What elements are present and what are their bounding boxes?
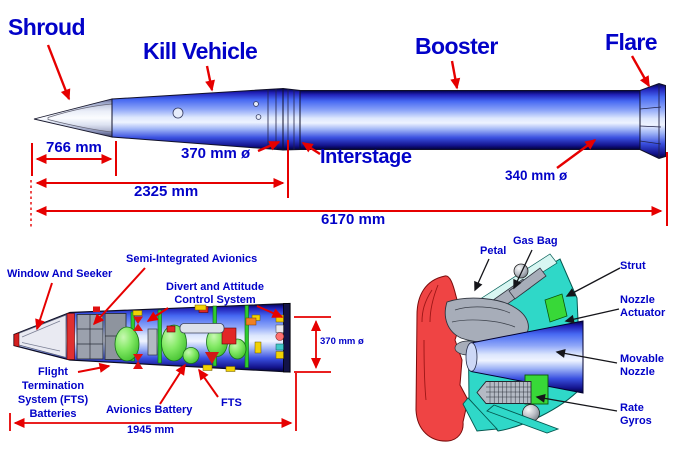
dim-overall-length: 6170 mm bbox=[321, 211, 386, 228]
fts-arrow bbox=[198, 368, 219, 398]
petal-pointer bbox=[474, 258, 490, 292]
flare-label: Flare bbox=[605, 29, 658, 55]
dim-kv-length: 2325 mm bbox=[134, 183, 199, 200]
kv-dimension-lines bbox=[9, 316, 331, 431]
booster-shape bbox=[299, 90, 641, 150]
fts-batteries-arrow bbox=[77, 362, 111, 373]
booster-diameter-arrow bbox=[556, 139, 597, 169]
kv-diameter-arrow bbox=[257, 140, 281, 153]
flare-arrow bbox=[630, 55, 651, 88]
kv-dim-length-label: 1945 mm bbox=[127, 424, 175, 436]
interstage-arrow bbox=[301, 141, 321, 156]
kill-vehicle-cutaway-drawing bbox=[13, 302, 291, 373]
shroud-arrow bbox=[46, 44, 71, 101]
dacs-label: Divert and Attitude Control System bbox=[166, 281, 264, 306]
kill-vehicle-arrow bbox=[205, 65, 215, 92]
avionics-battery-label: Avionics Battery bbox=[106, 404, 193, 416]
dim-shroud-length: 766 mm bbox=[46, 139, 102, 156]
interstage-label: Interstage bbox=[320, 146, 412, 168]
interstage-shape bbox=[282, 87, 301, 151]
gas-bag-pointer bbox=[513, 249, 533, 290]
dacs-arrow-right bbox=[256, 305, 284, 318]
semi-avionics-label: Semi-Integrated Avionics bbox=[126, 253, 258, 265]
fts-label: FTS bbox=[221, 397, 242, 409]
booster-arrow bbox=[450, 60, 461, 90]
movable-nozzle-label: Movable Nozzle bbox=[620, 353, 665, 378]
movable-nozzle-pointer bbox=[555, 349, 618, 364]
window-seeker-label: Window And Seeker bbox=[7, 268, 113, 280]
strut-pointer bbox=[565, 267, 621, 297]
gas-bag-label: Gas Bag bbox=[513, 235, 558, 247]
dim-booster-diameter: 340 mm ø bbox=[505, 168, 568, 183]
semi-avionics-arrow bbox=[92, 267, 146, 326]
rate-gyros-label: Rate Gyros bbox=[620, 402, 652, 427]
nozzle-actuator-label: Nozzle Actuator bbox=[620, 294, 666, 319]
window-seeker-arrow bbox=[35, 282, 53, 331]
rate-gyros-pointer bbox=[535, 393, 618, 412]
top-view-callout-arrows bbox=[46, 44, 651, 169]
dim-kv-diameter: 370 mm ø bbox=[181, 145, 251, 162]
missile-side-view-drawing bbox=[33, 82, 666, 160]
fts-batteries-label: Flight Termination System (FTS) Batterie… bbox=[17, 366, 89, 420]
nozzle-pointer-arrows bbox=[474, 249, 621, 412]
rate-gyros-block bbox=[476, 381, 532, 404]
kill-vehicle-label: Kill Vehicle bbox=[143, 38, 258, 64]
strut-label: Strut bbox=[620, 260, 646, 272]
avionics-battery-arrow bbox=[159, 363, 186, 405]
nozzle-cutaway-drawing bbox=[415, 253, 584, 442]
petal-label: Petal bbox=[480, 245, 507, 257]
kv-callout-arrows bbox=[35, 267, 284, 405]
booster-label: Booster bbox=[415, 33, 498, 59]
kv-dim-diameter-label: 370 mm ø bbox=[320, 336, 364, 347]
dacs-arrow-left bbox=[146, 307, 169, 322]
shroud-label: Shroud bbox=[8, 14, 85, 40]
nozzle-actuator-pointer bbox=[564, 308, 620, 324]
valves bbox=[133, 316, 143, 369]
flare-shape bbox=[639, 82, 666, 160]
top-view-dimension-lines bbox=[30, 140, 668, 227]
